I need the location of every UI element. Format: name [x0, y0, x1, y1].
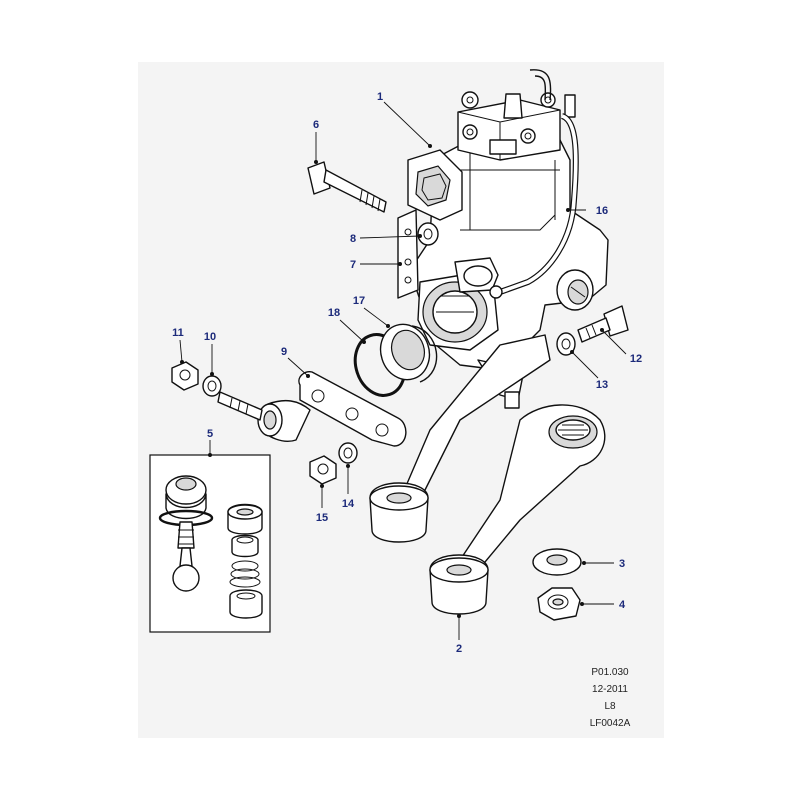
oil-seal	[379, 323, 438, 383]
model-reference: L8	[604, 701, 616, 712]
washer-10	[202, 375, 222, 397]
washer-14	[338, 442, 358, 464]
ball-joint-kit	[149, 454, 271, 633]
steering-arm	[399, 334, 606, 581]
callout-2: 2	[456, 643, 462, 655]
callout-6: 6	[313, 119, 319, 131]
callout-3: 3	[619, 558, 625, 570]
date-reference: 12-2011	[592, 684, 628, 695]
washer-13	[556, 332, 576, 356]
callout-13: 13	[596, 379, 608, 391]
bush-upper	[369, 482, 429, 543]
reference-block: P01.030 12-2011 L8 LF0042A	[560, 664, 660, 732]
bush-lower	[429, 554, 489, 615]
mounting-bolt	[307, 161, 387, 213]
callout-labels: 1 2 3 4 5 6 7 8 9 10 11 12 13 14 15 16 1…	[172, 91, 642, 655]
washer-3	[532, 548, 582, 576]
callout-1: 1	[377, 91, 383, 103]
nut-4	[537, 587, 581, 621]
nut-11	[171, 361, 199, 391]
leader-lines	[179, 101, 627, 640]
callout-5: 5	[207, 428, 213, 440]
flat-washer	[417, 222, 439, 246]
callout-16: 16	[596, 205, 608, 217]
callout-11: 11	[172, 327, 184, 339]
callout-17: 17	[353, 295, 365, 307]
callout-7: 7	[350, 259, 356, 271]
nut-15	[309, 455, 337, 485]
mounting-plate	[397, 209, 419, 299]
callout-9: 9	[281, 346, 287, 358]
callout-10: 10	[204, 331, 216, 343]
bolt-12	[577, 305, 629, 343]
callout-18: 18	[328, 307, 340, 319]
callout-4: 4	[619, 599, 626, 611]
callout-14: 14	[342, 498, 355, 510]
illustration-reference: LF0042A	[589, 718, 631, 729]
callout-15: 15	[316, 512, 328, 524]
callout-8: 8	[350, 233, 356, 245]
drop-arm	[217, 371, 407, 447]
callout-12: 12	[630, 353, 642, 365]
page-reference: P01.030	[591, 667, 629, 678]
